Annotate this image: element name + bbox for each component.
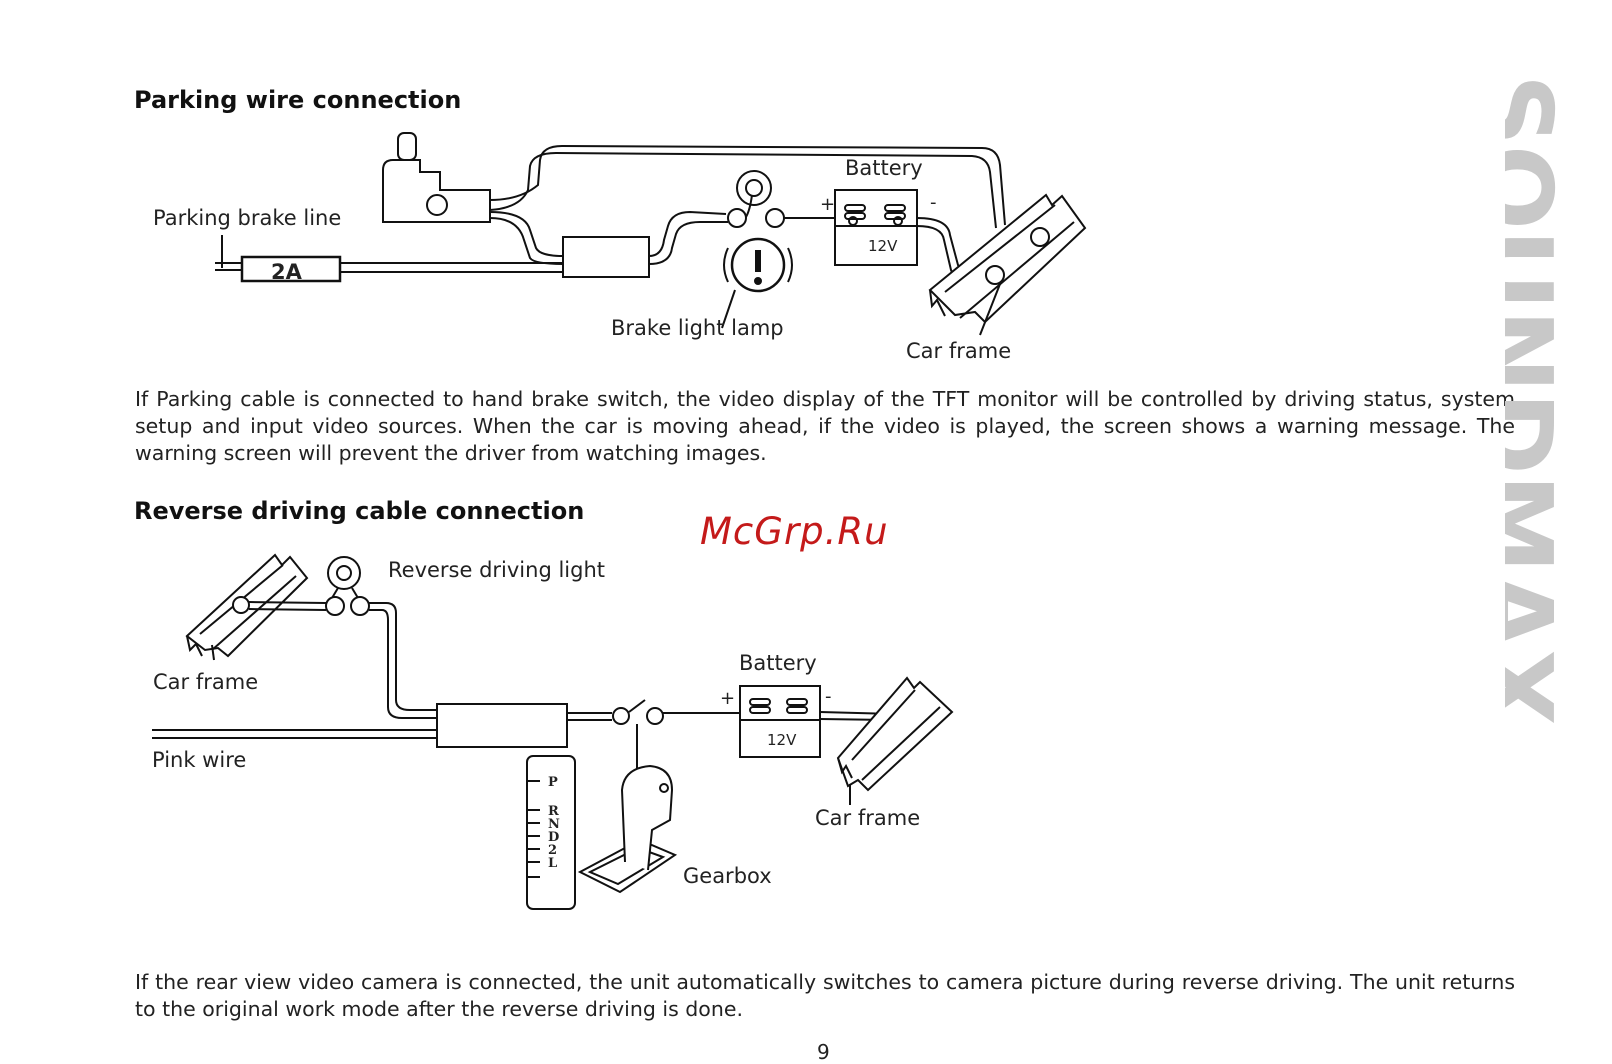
battery-voltage: 12V <box>868 237 898 255</box>
car-frame-label: Car frame <box>906 339 1011 363</box>
battery-minus-2: - <box>825 686 832 707</box>
brake-light-lamp-label: Brake light lamp <box>611 316 784 340</box>
parking-description: If Parking cable is connected to hand br… <box>135 387 1515 465</box>
battery-label-2: Battery <box>739 651 817 675</box>
gear-n: N <box>548 817 560 832</box>
gear-r: R <box>548 804 559 819</box>
parking-brake-line-label: Parking brake line <box>153 206 341 230</box>
fuse-label: 2A <box>271 260 303 284</box>
reverse-cable-diagram: Reverse driving light Car frame Pink wir… <box>152 553 954 910</box>
pink-wire-label: Pink wire <box>152 748 246 772</box>
gear-d: D <box>548 830 559 845</box>
gear-p: P <box>548 775 558 790</box>
parking-wire-diagram: Parking brake line 2A Battery + - 12V Br… <box>153 132 1087 363</box>
reverse-heading: Reverse driving cable connection <box>134 497 585 525</box>
reverse-description: If the rear view video camera is connect… <box>135 970 1515 1021</box>
gearbox-label: Gearbox <box>683 864 772 888</box>
battery-voltage-2: 12V <box>767 731 797 749</box>
watermark: McGrp.Ru <box>700 510 889 553</box>
gear-l: L <box>548 856 557 871</box>
page-number: 9 <box>817 1040 830 1064</box>
battery-label: Battery <box>845 156 923 180</box>
car-frame-right-label: Car frame <box>815 806 920 830</box>
brand-logo: SOUNDMAX <box>1505 74 1612 1034</box>
brand-text: SOUNDMAX <box>1505 74 1574 725</box>
car-frame-left-label: Car frame <box>153 670 258 694</box>
parking-heading: Parking wire connection <box>134 86 462 114</box>
reverse-light-label: Reverse driving light <box>388 558 605 582</box>
battery-plus: + <box>820 194 835 215</box>
battery-plus-2: + <box>720 688 735 709</box>
gear-2: 2 <box>548 843 557 858</box>
battery-minus: - <box>930 192 937 213</box>
